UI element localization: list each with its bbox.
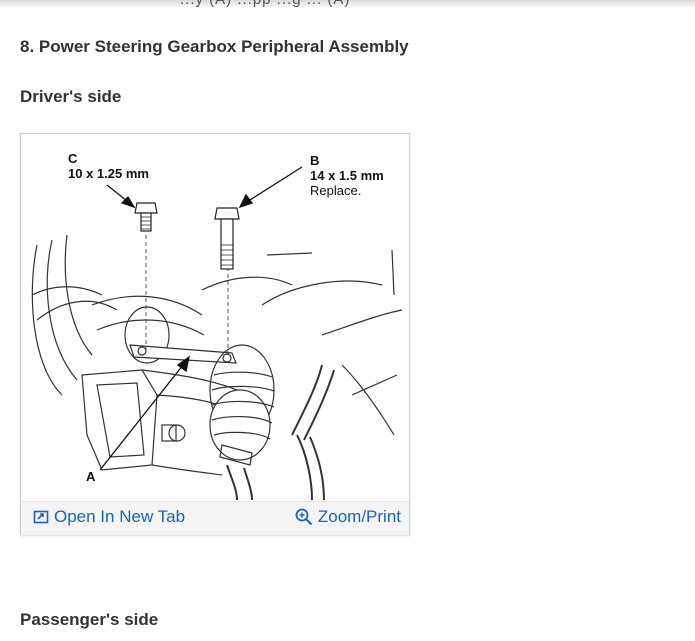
open-in-new-tab-label: Open In New Tab: [54, 507, 186, 526]
passengers-side-heading: Passenger's side: [20, 610, 159, 629]
callout-b-size: 14 x 1.5 mm: [310, 168, 384, 183]
figure-card: C 10 x 1.25 mm B 14 x 1.5 mm Replace. A …: [20, 133, 410, 535]
zoom-print-link[interactable]: Zoom/Print: [295, 507, 401, 527]
step-title: 8. Power Steering Gearbox Peripheral Ass…: [20, 37, 409, 56]
cut-off-text: ...y (A) ...pp ...g ... (A): [180, 0, 350, 8]
zoom-in-icon: [295, 508, 313, 526]
callout-b-letter: B: [310, 153, 319, 168]
callout-c-letter: C: [68, 151, 78, 166]
drivers-side-heading: Driver's side: [20, 87, 122, 106]
top-shadow: [0, 0, 695, 8]
callout-a-letter: A: [86, 469, 96, 484]
callout-b-note: Replace.: [310, 183, 361, 198]
callout-c-size: 10 x 1.25 mm: [68, 166, 149, 181]
gearbox-diagram[interactable]: C 10 x 1.25 mm B 14 x 1.5 mm Replace. A: [22, 135, 408, 500]
zoom-print-label: Zoom/Print: [317, 507, 401, 526]
figure-action-bar: Open In New Tab Zoom/Print: [21, 501, 409, 535]
open-in-new-tab-link[interactable]: Open In New Tab: [33, 507, 185, 527]
open-new-tab-icon: [33, 510, 49, 524]
